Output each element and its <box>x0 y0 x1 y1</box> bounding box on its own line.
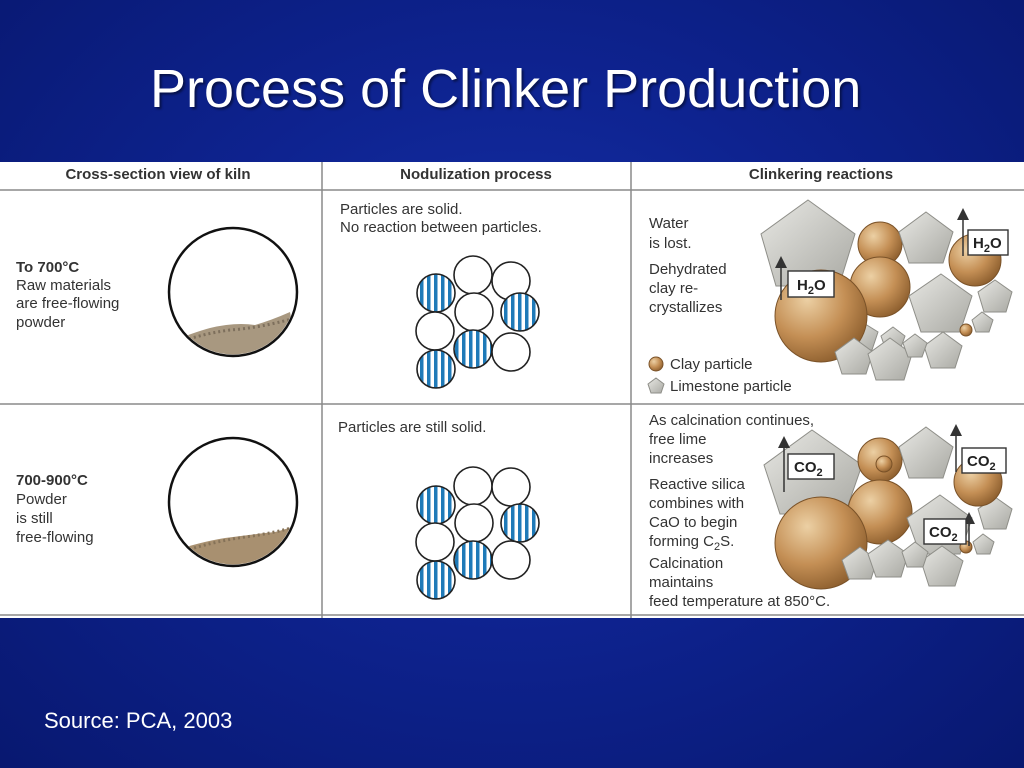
source-citation: Source: PCA, 2003 <box>44 708 233 733</box>
row2-co2-arrow-right: CO2 <box>950 424 1007 474</box>
row2-co2-arrow-left: CO2 <box>778 436 835 492</box>
row1-particles <box>415 255 540 389</box>
row1-h2o-label-right: H2O <box>973 235 1002 255</box>
row1-kiln-cross-section <box>167 226 299 358</box>
row2-silica-4: forming C2S. <box>649 533 734 553</box>
row2-maint-2: maintains <box>649 574 713 591</box>
row1-dehyd-1: Dehydrated <box>649 261 727 278</box>
row2-kiln-desc-1: Powder <box>16 491 67 508</box>
row2-particles <box>415 466 540 600</box>
row1-h2o-arrow-right: H2O <box>957 208 1009 256</box>
row2-co2-label-left: CO2 <box>794 459 823 479</box>
row2-maint-1: Calcination <box>649 555 723 572</box>
row1-kiln-desc-3: powder <box>16 314 65 331</box>
row1-nodul-2: No reaction between particles. <box>340 219 542 236</box>
header-nodulization: Nodulization process <box>400 166 552 183</box>
row2-silica-2: combines with <box>649 495 744 512</box>
row1-kiln-temp: To 700°C <box>16 259 79 276</box>
row2-co2-label-right: CO2 <box>967 453 996 473</box>
row2-maint-3: feed temperature at 850°C. <box>649 593 830 610</box>
header-kiln: Cross-section view of kiln <box>65 166 250 183</box>
row1-water-2: is lost. <box>649 235 692 252</box>
row2-co2-arrow-bottom: CO2 <box>923 512 975 546</box>
row2-calc-3: increases <box>649 450 713 467</box>
legend-clay-label: Clay particle <box>670 356 753 373</box>
row1-dehyd-2: clay re- <box>649 280 698 297</box>
row2-clinker-particles <box>763 426 1013 590</box>
row1-h2o-label-left: H2O <box>797 277 826 297</box>
table-grid <box>0 162 1024 618</box>
row2-kiln-desc-3: free-flowing <box>16 529 94 546</box>
row2-silica-1: Reactive silica <box>649 476 746 493</box>
row1-clinker-particles <box>760 199 1013 381</box>
row2-co2-label-bottom: CO2 <box>929 524 958 544</box>
row2-kiln-desc-2: is still <box>16 510 53 527</box>
row1-water-1: Water <box>649 215 688 232</box>
legend-limestone-label: Limestone particle <box>670 378 792 395</box>
legend-limestone-swatch <box>647 377 665 394</box>
legend-clay-swatch <box>648 356 664 372</box>
row2-kiln-cross-section <box>167 436 299 568</box>
row2-calc-1: As calcination continues, <box>649 412 814 429</box>
row1-nodul-1: Particles are solid. <box>340 201 463 218</box>
row2-nodul-1: Particles are still solid. <box>338 419 486 436</box>
row1-kiln-desc-1: Raw materials <box>16 277 111 294</box>
legend: Clay particle Limestone particle <box>647 356 792 395</box>
row1-dehyd-3: crystallizes <box>649 299 722 316</box>
row2-silica-3: CaO to begin <box>649 514 737 531</box>
slide-title: Process of Clinker Production <box>150 59 862 119</box>
clinker-diagram: Cross-section view of kiln Nodulization … <box>0 162 1024 618</box>
row1-kiln-desc-2: are free-flowing <box>16 295 119 312</box>
row1-h2o-arrow-left: H2O <box>775 256 835 300</box>
header-clinkering: Clinkering reactions <box>749 166 893 183</box>
row2-calc-2: free lime <box>649 431 707 448</box>
row2-kiln-temp: 700-900°C <box>16 472 88 489</box>
